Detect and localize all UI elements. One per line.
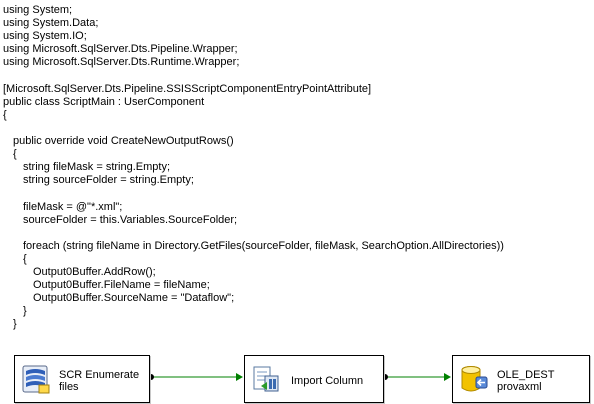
script-code-editor[interactable]: using System;using System.Data;using Sys… <box>0 0 594 340</box>
component-ole-dest[interactable]: OLE_DEST provaxml <box>452 355 590 403</box>
component-label-line2: provaxml <box>497 381 542 393</box>
code-line: public override void CreateNewOutputRows… <box>13 135 234 147</box>
component-label-line1: Import Column <box>291 375 364 387</box>
code-line: fileMask = @"*.xml"; <box>23 200 123 213</box>
component-import-column[interactable]: Import Column <box>244 355 384 403</box>
code-line: string fileMask = string.Empty; <box>23 161 171 174</box>
code-line: using System.IO; <box>3 30 87 43</box>
code-line: using System; <box>3 4 73 16</box>
code-line: sourceFolder = this.Variables.SourceFold… <box>23 213 238 226</box>
code-line: { <box>13 148 17 161</box>
component-label-line2: files <box>59 381 79 393</box>
path-arrow-1 <box>236 373 243 381</box>
code-line: } <box>13 318 17 331</box>
code-line: public class ScriptMain : UserComponent <box>3 95 205 108</box>
code-line: { <box>23 252 27 265</box>
data-flow-canvas[interactable]: SCR Enumerate files Import Column OLE_DE… <box>0 340 594 404</box>
code-line: string sourceFolder = string.Empty; <box>23 174 194 187</box>
code-line: using Microsoft.SqlServer.Dts.Pipeline.W… <box>3 43 238 56</box>
script-component-icon <box>22 365 50 394</box>
ole-db-destination-icon <box>461 366 488 392</box>
code-line: using System.Data; <box>3 17 99 30</box>
code-line: Output0Buffer.SourceName = "Dataflow"; <box>33 292 235 305</box>
component-label-line1: SCR Enumerate <box>59 369 140 381</box>
code-line: Output0Buffer.FileName = fileName; <box>33 279 210 292</box>
code-line: [Microsoft.SqlServer.Dts.Pipeline.SSISSc… <box>3 82 372 95</box>
component-scr-enumerate-files[interactable]: SCR Enumerate files <box>14 355 150 403</box>
code-line: Output0Buffer.AddRow(); <box>33 266 156 278</box>
code-line: { <box>3 108 7 121</box>
component-label-line1: OLE_DEST <box>497 369 555 381</box>
code-line: foreach (string fileName in Directory.Ge… <box>23 239 504 252</box>
path-arrow-2 <box>444 373 451 381</box>
import-column-icon <box>253 366 279 392</box>
code-line: using Microsoft.SqlServer.Dts.Runtime.Wr… <box>3 56 240 69</box>
code-line: } <box>23 305 27 318</box>
